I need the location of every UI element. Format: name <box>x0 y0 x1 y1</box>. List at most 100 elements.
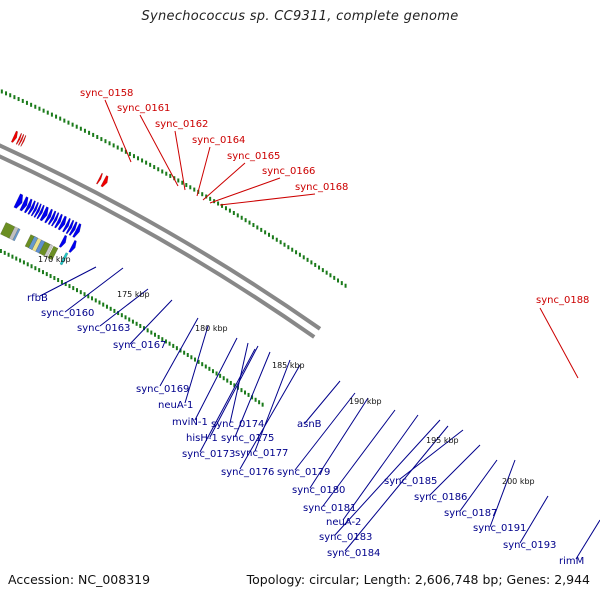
gene-label-sync_0183[interactable]: sync_0183 <box>319 532 372 543</box>
label-leader-lines <box>39 99 600 560</box>
leader-reverse-18 <box>334 419 441 536</box>
feature-fragment-7 <box>59 252 69 266</box>
gc-dot-inner <box>41 270 44 275</box>
gc-dot-inner <box>233 383 236 388</box>
gene-label-sync_0180[interactable]: sync_0180 <box>292 485 345 496</box>
gene-label-asnB[interactable]: asnB <box>297 419 322 430</box>
gene-label-rfbB[interactable]: rfbB <box>27 293 48 304</box>
gene-label-sync_0169[interactable]: sync_0169 <box>136 384 189 395</box>
gc-dot-outer <box>59 116 62 121</box>
gc-dot-outer <box>13 95 16 100</box>
gene-label-sync_0161[interactable]: sync_0161 <box>117 103 170 114</box>
leader-reverse-2 <box>99 288 149 327</box>
cds-reverse-16 <box>57 215 67 231</box>
gene-label-hisH-1[interactable]: hisH-1 <box>186 433 218 444</box>
cds-reverse-6 <box>23 198 33 214</box>
gene-label-sync_0162[interactable]: sync_0162 <box>155 119 208 130</box>
leader-forward-1 <box>139 114 179 187</box>
gc-dot-inner <box>19 258 22 263</box>
reverse-gene-labels[interactable]: rfbB sync_0160 sync_0163 sync_0167 sync_… <box>27 293 584 567</box>
gene-label-sync_0168[interactable]: sync_0168 <box>295 182 348 193</box>
gene-label-sync_0163[interactable]: sync_0163 <box>77 323 130 334</box>
gene-label-sync_0158[interactable]: sync_0158 <box>80 88 133 99</box>
cds-reverse-8 <box>30 201 40 217</box>
gene-label-sync_0167[interactable]: sync_0167 <box>113 340 166 351</box>
gc-dot-inner <box>72 286 75 291</box>
kbp-label-170: 170 kbp <box>38 255 71 264</box>
gc-dot-outer <box>209 196 212 201</box>
gene-label-sync_0185[interactable]: sync_0185 <box>384 476 437 487</box>
gc-skew-dots <box>0 89 347 407</box>
gene-label-sync_0187[interactable]: sync_0187 <box>444 508 497 519</box>
gc-dot-outer <box>17 97 20 102</box>
gc-dot-outer <box>268 232 271 237</box>
gc-dot-inner <box>117 311 120 316</box>
gc-dot-inner <box>193 357 196 362</box>
gc-dot-inner <box>124 315 127 320</box>
gene-label-sync_0179[interactable]: sync_0179 <box>277 467 330 478</box>
gene-label-neuA-1[interactable]: neuA-1 <box>158 400 193 411</box>
cds-reverse-5 <box>19 196 29 212</box>
gc-dot-outer <box>283 242 286 247</box>
gene-label-sync_0160[interactable]: sync_0160 <box>41 308 94 319</box>
gc-dot-inner <box>113 308 116 313</box>
leader-reverse-17 <box>342 414 419 521</box>
kbp-label-180: 180 kbp <box>195 324 228 333</box>
gene-label-sync_0193[interactable]: sync_0193 <box>503 540 556 551</box>
gene-label-sync_0175[interactable]: sync_0175 <box>221 433 274 444</box>
leader-reverse-3 <box>129 299 173 345</box>
gene-label-sync_0173[interactable]: sync_0173 <box>182 449 235 460</box>
gc-dot-outer <box>228 208 231 213</box>
gc-dot-inner <box>76 288 79 293</box>
gc-dot-outer <box>9 93 12 98</box>
gene-label-sync_0174[interactable]: sync_0174 <box>211 419 264 430</box>
gene-label-sync_0191[interactable]: sync_0191 <box>473 523 526 534</box>
gene-label-sync_0186[interactable]: sync_0186 <box>414 492 467 503</box>
kbp-label-185: 185 kbp <box>272 361 305 370</box>
gene-label-sync_0181[interactable]: sync_0181 <box>303 503 356 514</box>
gc-dot-outer <box>201 192 204 197</box>
gene-label-rimM[interactable]: rimM <box>559 556 584 567</box>
gc-dot-inner <box>150 330 153 335</box>
gc-dot-outer <box>21 98 24 103</box>
backbone-inner-line <box>0 154 316 339</box>
gene-label-sync_0166[interactable]: sync_0166 <box>262 166 315 177</box>
gc-dot-outer <box>325 270 328 275</box>
gc-dot-outer <box>0 89 3 94</box>
gene-label-sync_0165[interactable]: sync_0165 <box>227 151 280 162</box>
cds-forward-4 <box>95 172 104 185</box>
gene-label-sync_0184[interactable]: sync_0184 <box>327 548 380 559</box>
leader-forward-2 <box>174 130 186 191</box>
gc-dot-outer <box>244 218 247 223</box>
gc-dot-inner <box>135 321 138 326</box>
cds-forward-0 <box>10 130 18 143</box>
gc-dot-inner <box>57 278 60 283</box>
gene-label-neuA-2[interactable]: neuA-2 <box>326 517 361 528</box>
gene-label-sync_0177[interactable]: sync_0177 <box>235 448 288 459</box>
gene-label-sync_0164[interactable]: sync_0164 <box>192 135 245 146</box>
gc-dot-outer <box>88 130 91 135</box>
accession-text: Accession: NC_008319 <box>8 572 151 587</box>
feature-fragment-5 <box>35 239 46 254</box>
leader-reverse-23 <box>489 459 516 528</box>
gene-label-mviN-1[interactable]: mviN-1 <box>172 417 208 428</box>
gc-dot-outer <box>271 235 274 240</box>
leader-reverse-0 <box>39 266 97 297</box>
gc-dot-outer <box>141 158 144 163</box>
gc-dot-inner <box>244 390 247 395</box>
gc-dot-inner <box>22 260 25 265</box>
leader-reverse-11 <box>254 359 291 452</box>
gene-label-sync_0176[interactable]: sync_0176 <box>221 467 274 478</box>
gc-dot-outer <box>314 262 317 267</box>
gc-dot-outer <box>112 143 115 148</box>
gc-dot-outer <box>165 171 168 176</box>
leader-reverse-10 <box>199 348 256 453</box>
kbp-label-190: 190 kbp <box>349 397 382 406</box>
forward-gene-labels[interactable]: sync_0158 sync_0161 sync_0162 sync_0164 … <box>80 88 589 306</box>
gene-label-sync_0188[interactable]: sync_0188 <box>536 295 589 306</box>
gc-dot-inner <box>60 280 63 285</box>
gc-dot-inner <box>168 341 171 346</box>
gc-dot-inner <box>64 282 67 287</box>
gc-dot-outer <box>46 110 49 115</box>
cds-reverse-18 <box>65 219 75 235</box>
